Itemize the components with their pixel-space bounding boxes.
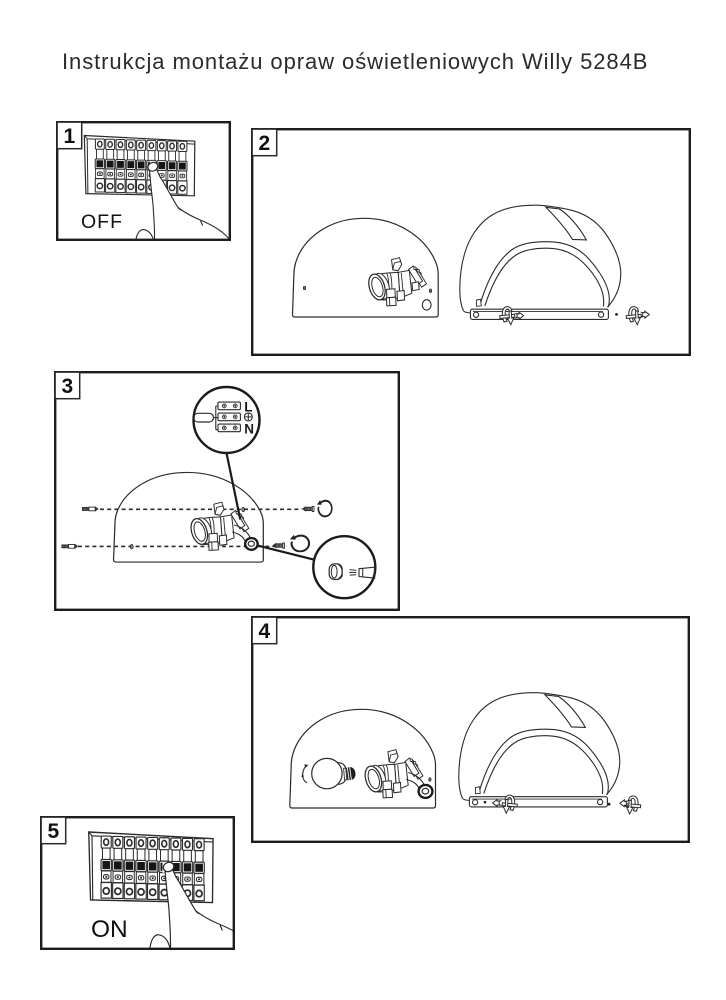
svg-text:ON: ON (91, 916, 128, 943)
svg-text:2: 2 (258, 132, 270, 155)
svg-text:3: 3 (61, 375, 73, 398)
svg-text:N: N (244, 422, 254, 437)
svg-text:L: L (244, 399, 252, 414)
svg-text:OFF: OFF (81, 211, 123, 233)
svg-text:4: 4 (258, 620, 270, 643)
svg-text:5: 5 (47, 820, 59, 843)
svg-text:1: 1 (63, 125, 75, 148)
